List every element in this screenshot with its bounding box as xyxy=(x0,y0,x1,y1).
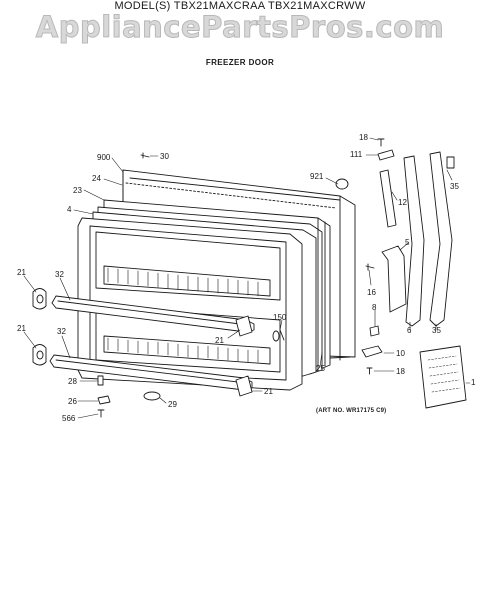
model-title: MODEL(S) TBX21MAXCRAA TBX21MAXCRWW xyxy=(114,0,366,12)
callout-8: 8 xyxy=(372,303,377,312)
screw-16 xyxy=(365,263,375,271)
screw-18-top xyxy=(377,138,385,147)
callout-21-right-lower: 21 xyxy=(264,387,273,396)
callout-leaders xyxy=(23,137,471,419)
callout-28: 28 xyxy=(68,377,77,386)
callout-32-upper: 32 xyxy=(55,270,64,279)
callout-18-bottom: 18 xyxy=(396,367,405,376)
callout-10: 10 xyxy=(396,349,405,358)
plug-28 xyxy=(97,375,104,386)
callout-566: 566 xyxy=(62,414,76,423)
screw-18-bottom xyxy=(366,367,373,375)
callout-111: 111 xyxy=(350,150,363,159)
screw-30 xyxy=(140,152,150,159)
callout-921: 921 xyxy=(310,172,324,181)
handle-end-5 xyxy=(381,245,407,313)
handle-trim-35 xyxy=(429,151,453,327)
shelf-end-cap-left-lower xyxy=(32,344,47,366)
diagram-title: FREEZER DOOR xyxy=(205,58,275,67)
cap-35-top xyxy=(446,156,455,169)
callout-35-bottom: 35 xyxy=(432,326,441,335)
bumper-29 xyxy=(143,391,161,401)
handle-6 xyxy=(403,155,425,327)
site-watermark: AppliancePartsPros.com xyxy=(35,10,445,45)
callout-24: 24 xyxy=(92,174,101,183)
callout-6: 6 xyxy=(407,326,412,335)
callout-25: 25 xyxy=(316,364,325,373)
callout-26: 26 xyxy=(68,397,77,406)
callout-32-lower: 32 xyxy=(57,327,66,336)
callout-30: 30 xyxy=(160,152,169,161)
callout-1: 1 xyxy=(471,378,476,387)
callout-16: 16 xyxy=(367,288,376,297)
wiring-diagram-1 xyxy=(419,345,467,409)
screw-566 xyxy=(97,409,105,418)
callout-12: 12 xyxy=(398,198,407,207)
art-number: (ART NO. WR17175 C9) xyxy=(316,408,387,414)
callout-21-left-lower: 21 xyxy=(17,324,26,333)
hinge-10 xyxy=(361,345,383,358)
cam-26 xyxy=(97,395,111,405)
callout-150: 150 xyxy=(273,313,287,322)
door-liner xyxy=(77,217,303,391)
shelf-end-cap-left-upper xyxy=(32,288,47,310)
callout-18-top: 18 xyxy=(359,133,368,142)
screw-150 xyxy=(279,329,285,341)
plug-921 xyxy=(335,178,349,190)
callout-35-top: 35 xyxy=(450,182,459,191)
handle-bracket-12 xyxy=(379,169,397,228)
callout-21-inner: 21 xyxy=(215,336,224,345)
callout-5: 5 xyxy=(405,238,410,247)
callout-21-left-upper: 21 xyxy=(17,268,26,277)
callout-29: 29 xyxy=(168,400,177,409)
cap-8 xyxy=(369,325,380,337)
callout-900: 900 xyxy=(97,153,111,162)
shelf-end-cap-right-lower xyxy=(235,375,253,397)
callout-4: 4 xyxy=(67,205,72,214)
hinge-cover-111 xyxy=(377,149,395,161)
callout-23: 23 xyxy=(73,186,82,195)
